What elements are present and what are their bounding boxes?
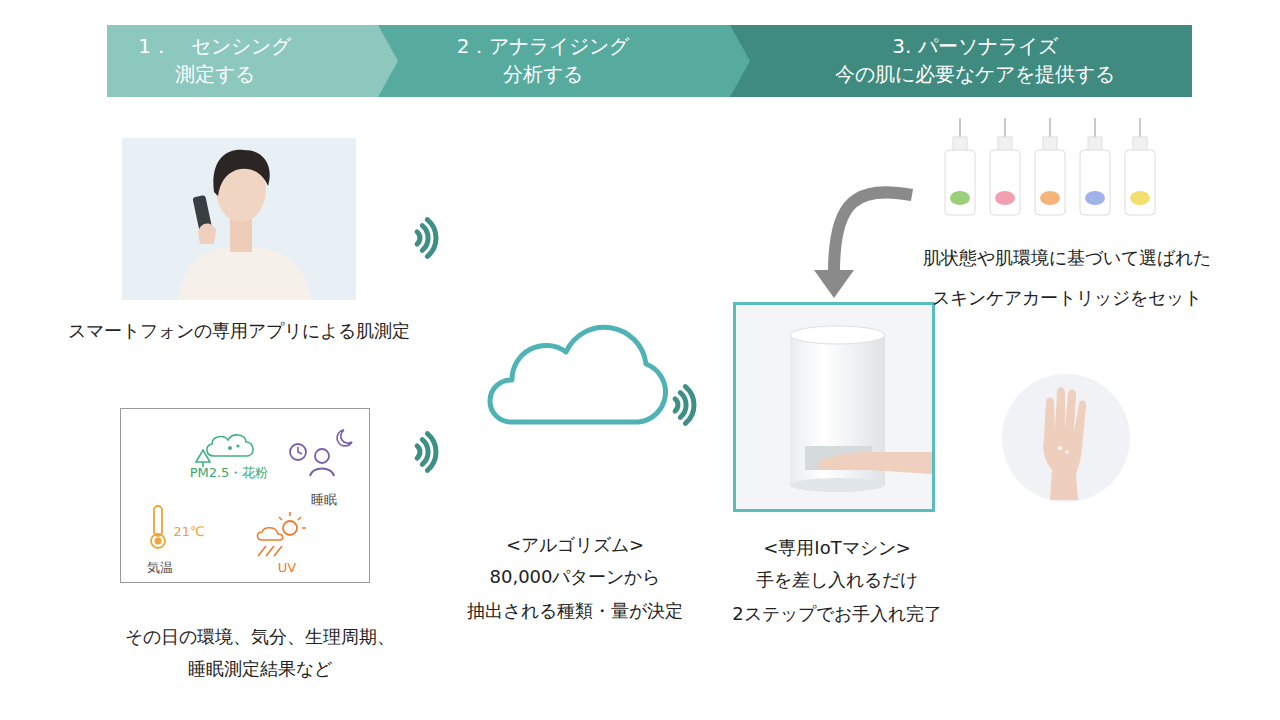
description: 80,000パターンから 抽出される種類・量が決定 (450, 560, 700, 628)
skincare-cartridges (1080, 150, 1110, 215)
machine-box: <専用IoTマシン>手を差し入れるだけ 2ステップでお手入れ完了 (733, 302, 935, 512)
skincare-cartridges (1035, 150, 1065, 215)
skincare-cartridges (998, 137, 1012, 151)
skincare-cartridges (1125, 150, 1155, 215)
skincare-cartridges (1043, 137, 1057, 151)
environment-icons (258, 528, 283, 540)
arrow-head (814, 270, 854, 298)
skincare-cartridges (990, 150, 1020, 215)
curved-arrow (814, 192, 912, 298)
environment-icons (310, 469, 334, 477)
iot-machine-photo (817, 452, 932, 474)
skincare-cartridges (1085, 191, 1105, 205)
environment-icons (290, 444, 306, 460)
step-chevron-outline (107, 25, 412, 97)
heading: <アルゴリズム> (450, 530, 700, 560)
step-title: 3. パーソナライズ (760, 33, 1190, 59)
skincare-cartridges (945, 118, 975, 215)
environment-icons (298, 447, 302, 454)
iot-machine-photo (790, 478, 885, 492)
step-title: 1． センシング (107, 33, 322, 59)
skincare-cartridges (1040, 191, 1060, 205)
cloud-shape-outline (470, 330, 680, 430)
skincare-cartridges (1080, 118, 1110, 215)
photo-panel: スマートフォンの専用アプリによる肌測定 (122, 138, 356, 300)
iot-machine-photo (790, 326, 885, 344)
iot-machine-photo (736, 305, 932, 509)
hand-photo (1065, 450, 1068, 453)
icon-label: PM2.5・花粉 (179, 464, 279, 482)
skincare-cartridges (945, 118, 1155, 215)
woman-photo (122, 138, 356, 300)
step-subtitle: 今の肌に必要なケアを提供する (760, 61, 1190, 87)
icon-label: 睡眠 (299, 491, 349, 509)
cartridge-group: 肌状態や肌環境に基づいて選ばれた スキンケアカートリッジをセット (912, 110, 1222, 320)
skincare-cartridges (990, 118, 1020, 215)
curved-arrow (834, 192, 912, 272)
cloud-shape: <アルゴリズム>80,000パターンから 抽出される種類・量が決定 (470, 330, 680, 430)
step-chevron: 3. パーソナライズ今の肌に必要なケアを提供する (730, 25, 1192, 97)
step-subtitle: 分析する (408, 61, 678, 87)
skincare-cartridges (1049, 118, 1051, 137)
woman-photo (122, 138, 356, 300)
caption: スマートフォンの専用アプリによる肌測定 (54, 318, 424, 344)
skincare-cartridges (950, 191, 970, 205)
icon-label: UV (269, 559, 305, 577)
environment-icons (196, 450, 210, 462)
icon-label: 気温 (135, 559, 185, 577)
skincare-cartridges (1035, 118, 1065, 215)
signal-symbol (417, 434, 436, 471)
environment-box: PM2.5・花粉睡眠21℃気温UVその日の環境、気分、生理周期、 睡眠測定結果な… (120, 408, 370, 583)
skincare-cartridges (945, 150, 975, 215)
step-title: 2．アナライジング (408, 33, 678, 59)
skincare-cartridges (1139, 118, 1141, 137)
step-chevron-outline (730, 25, 1192, 97)
hand-photo (1002, 374, 1130, 502)
environment-icons (279, 512, 306, 528)
step-subtitle: 測定する (107, 61, 322, 87)
woman-photo (230, 218, 252, 252)
hand-photo (1058, 446, 1062, 450)
skincare-cartridges (1004, 118, 1006, 137)
environment-icons (151, 430, 352, 556)
environment-icons (315, 449, 329, 463)
step-chevron-outline (378, 25, 763, 97)
environment-icons (258, 546, 282, 556)
woman-photo (213, 150, 269, 196)
environment-icons (155, 538, 162, 545)
environment-icons (283, 521, 297, 535)
icon-label: 21℃ (169, 523, 209, 541)
environment-icons (151, 534, 165, 548)
woman-photo (198, 223, 216, 244)
skincare-cartridges (953, 137, 967, 151)
woman-photo (178, 248, 312, 300)
environment-icons (154, 506, 162, 536)
skincare-cartridges (1133, 137, 1147, 151)
step-chevron: 1． センシング測定する (107, 25, 412, 97)
heading: <専用IoTマシン> (712, 533, 962, 563)
environment-icons (207, 435, 253, 456)
skincare-cartridges (1125, 118, 1155, 215)
caption: 肌状態や肌環境に基づいて選ばれた スキンケアカートリッジをセット (912, 238, 1222, 318)
signal-symbol (417, 220, 436, 257)
skincare-cartridges (1088, 137, 1102, 151)
hand-photo (1043, 388, 1086, 501)
step-chevron: 2．アナライジング分析する (378, 25, 763, 97)
iot-machine-photo (736, 305, 932, 509)
environment-icons (337, 430, 352, 446)
caption: その日の環境、気分、生理周期、 睡眠測定結果など (118, 621, 402, 685)
skincare-cartridges (959, 118, 961, 137)
environment-icons (228, 446, 232, 450)
skincare-cartridges (995, 191, 1015, 205)
hand-photo (1002, 374, 1130, 502)
environment-icons (236, 444, 239, 447)
skincare-cartridges (1094, 118, 1096, 137)
skincare-cartridges (1130, 191, 1150, 205)
description: 手を差し入れるだけ 2ステップでお手入れ完了 (712, 563, 962, 631)
cloud-shape-outline (490, 327, 666, 422)
signal-symbol (675, 387, 694, 424)
